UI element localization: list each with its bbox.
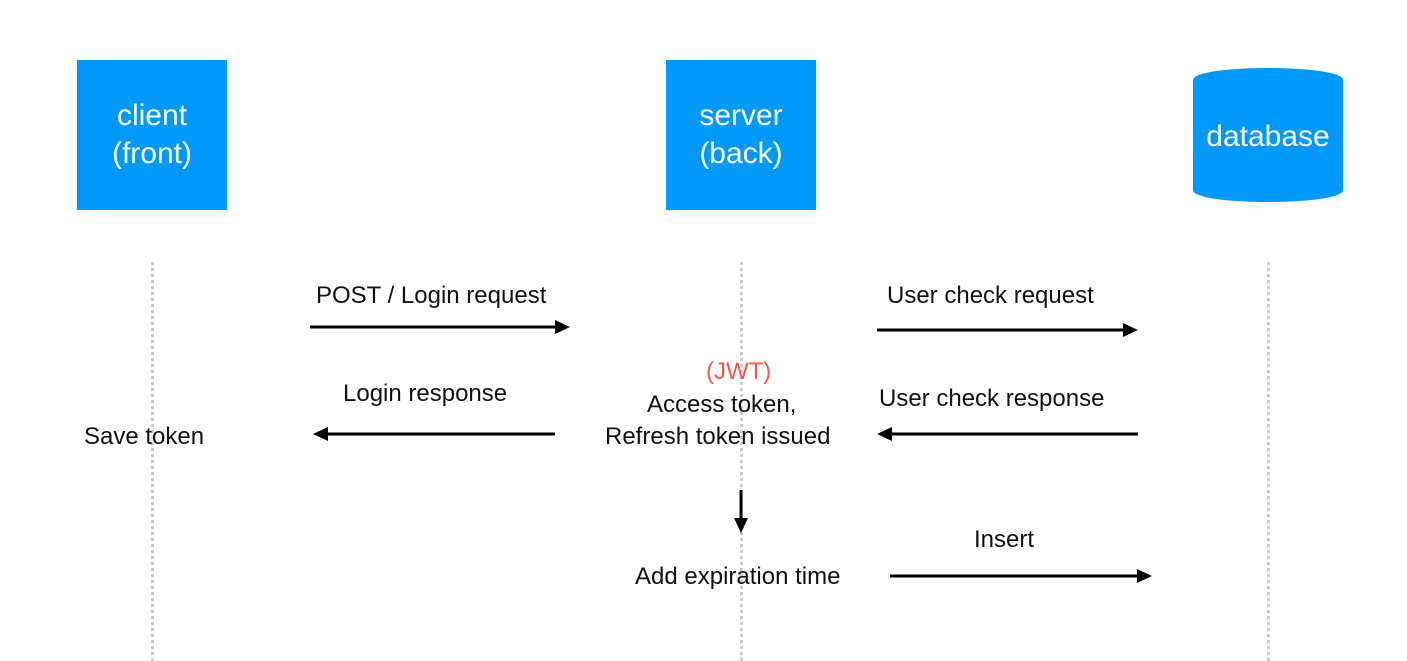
actor-client-label: client (front) <box>111 99 192 170</box>
label-login-response: Login response <box>343 380 508 407</box>
label-user-check-response: User check response <box>879 385 1105 412</box>
actor-server: server (back) <box>666 60 816 210</box>
arrow-user-check-request <box>877 323 1138 337</box>
label-refresh-token-issued: Refresh token issued <box>605 423 831 450</box>
arrow-insert <box>890 569 1152 583</box>
label-add-expiration-time: Add expiration time <box>635 563 841 590</box>
label-access-token: Access token, <box>647 391 797 418</box>
actor-database: database <box>1193 68 1343 202</box>
label-login-request: POST / Login request <box>316 282 547 309</box>
label-insert: Insert <box>974 526 1035 553</box>
actor-database-label: database <box>1206 120 1330 153</box>
arrow-down-expiration <box>734 490 748 533</box>
actor-client: client (front) <box>77 60 227 210</box>
arrow-user-check-response <box>877 427 1138 441</box>
lifeline-server <box>740 262 743 661</box>
lifeline-client <box>151 262 154 661</box>
database-cylinder-icon <box>1193 68 1343 202</box>
actor-server-label: server (back) <box>699 99 783 170</box>
label-user-check-request: User check request <box>887 282 1094 309</box>
label-jwt: (JWT) <box>706 358 772 385</box>
arrow-login-response <box>313 427 555 441</box>
lifeline-database <box>1267 262 1270 661</box>
arrow-login-request <box>310 320 570 334</box>
label-save-token: Save token <box>84 423 205 450</box>
